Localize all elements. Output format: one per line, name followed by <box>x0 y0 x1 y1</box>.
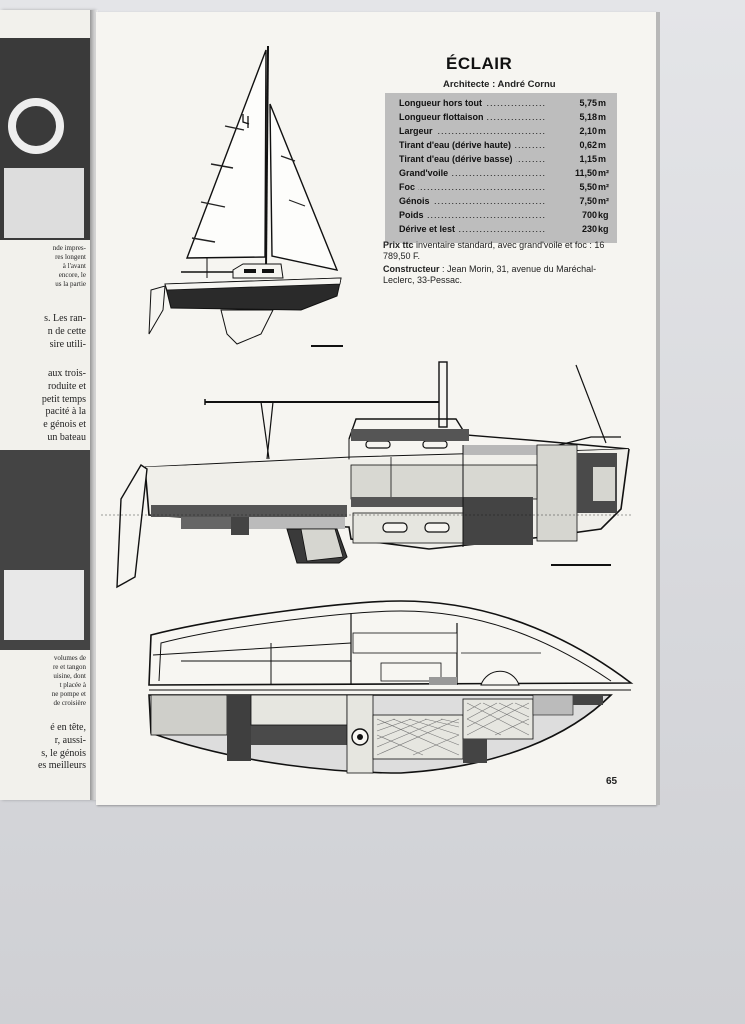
spec-row: ........................................… <box>399 140 611 153</box>
page-number: 65 <box>606 776 618 787</box>
spec-value: 5,18 <box>576 112 597 122</box>
spec-label: Génois <box>399 196 433 206</box>
spec-label: Longueur hors tout <box>399 98 485 108</box>
spec-value: 11,50 <box>571 168 597 178</box>
spec-row: ........................................… <box>399 112 611 125</box>
spec-row: ........................................… <box>399 126 611 139</box>
spec-label: Foc <box>399 182 419 192</box>
spec-row: ........................................… <box>399 98 611 111</box>
spec-unit: m² <box>598 168 609 178</box>
spec-row: ........................................… <box>399 182 609 192</box>
spec-value: 5,50 <box>576 182 597 192</box>
left-caption-2: volumes de re et tangon uisine, dont t p… <box>51 654 86 707</box>
page-gutter <box>90 10 98 800</box>
spec-unit: m <box>598 126 607 136</box>
builder-label: Constructeur <box>383 264 440 274</box>
spec-value: 5,75 <box>576 98 597 108</box>
spec-value: 1,15 <box>576 154 597 164</box>
spec-row: ........................................… <box>399 224 611 237</box>
spec-unit: m <box>598 98 607 108</box>
spec-value: 700 <box>578 210 597 220</box>
profile-drawing <box>101 361 631 589</box>
right-page: ÉCLAIR Architecte : André Cornu ........… <box>96 12 660 805</box>
spec-unit: m² <box>598 182 609 192</box>
builder-text: : Jean Morin, 31, avenue du Maréchal-Lec… <box>383 264 597 286</box>
spec-label: Tirant d'eau (dérive haute) <box>399 140 514 150</box>
spec-label: Poids <box>399 210 427 220</box>
left-page: nde impres- res longent à l'avant encore… <box>0 10 94 800</box>
spec-value: 230 <box>578 224 597 234</box>
plan-view-drawing <box>148 600 634 774</box>
cabin-photo <box>4 570 84 640</box>
price-label: Prix ttc <box>383 240 414 250</box>
spec-row: ........................................… <box>399 168 609 178</box>
spec-label: Tirant d'eau (dérive basse) <box>399 154 516 164</box>
sail-plan-drawing <box>148 45 343 347</box>
left-photo-bottom <box>0 450 90 650</box>
spec-row: ........................................… <box>399 154 611 167</box>
left-text-1: s. Les ran- n de cette sire utili- <box>44 313 86 350</box>
boat-title: ÉCLAIR <box>446 54 513 73</box>
spec-table: ........................................… <box>385 93 617 243</box>
spec-row: ........................................… <box>399 210 611 223</box>
spec-label: Grand'voile <box>399 168 452 178</box>
spec-unit: m <box>598 154 607 164</box>
spec-unit: m² <box>598 196 609 206</box>
page-edge <box>656 12 660 805</box>
spec-label: Dérive et lest <box>399 224 459 234</box>
spec-label: Longueur flottaison <box>399 112 487 122</box>
price-paragraph: Prix ttc inventaire standard, avec grand… <box>383 240 623 263</box>
spec-value: 2,10 <box>576 126 597 136</box>
left-caption-1: nde impres- res longent à l'avant encore… <box>52 244 86 288</box>
architect-line: Architecte : André Cornu <box>443 79 556 90</box>
spec-unit: m <box>598 140 607 150</box>
spec-value: 0,62 <box>576 140 597 150</box>
builder-paragraph: Constructeur : Jean Morin, 31, avenue du… <box>383 264 623 287</box>
spec-value: 7,50 <box>576 196 597 206</box>
left-photo-top <box>0 38 90 240</box>
spec-label: Largeur <box>399 126 436 136</box>
price-text: inventaire standard, avec grand'voile et… <box>383 240 605 262</box>
spec-unit: kg <box>598 224 609 234</box>
left-text-2: aux trois- roduite et petit temps pacité… <box>41 368 86 443</box>
spec-unit: kg <box>598 210 609 220</box>
deck-photo <box>4 168 84 238</box>
left-text-3: é en tête, r, aussi- s, le génois es mei… <box>37 722 86 772</box>
spec-row: ........................................… <box>399 196 609 206</box>
lifebuoy-photo <box>8 98 64 154</box>
spec-unit: m <box>598 112 607 122</box>
